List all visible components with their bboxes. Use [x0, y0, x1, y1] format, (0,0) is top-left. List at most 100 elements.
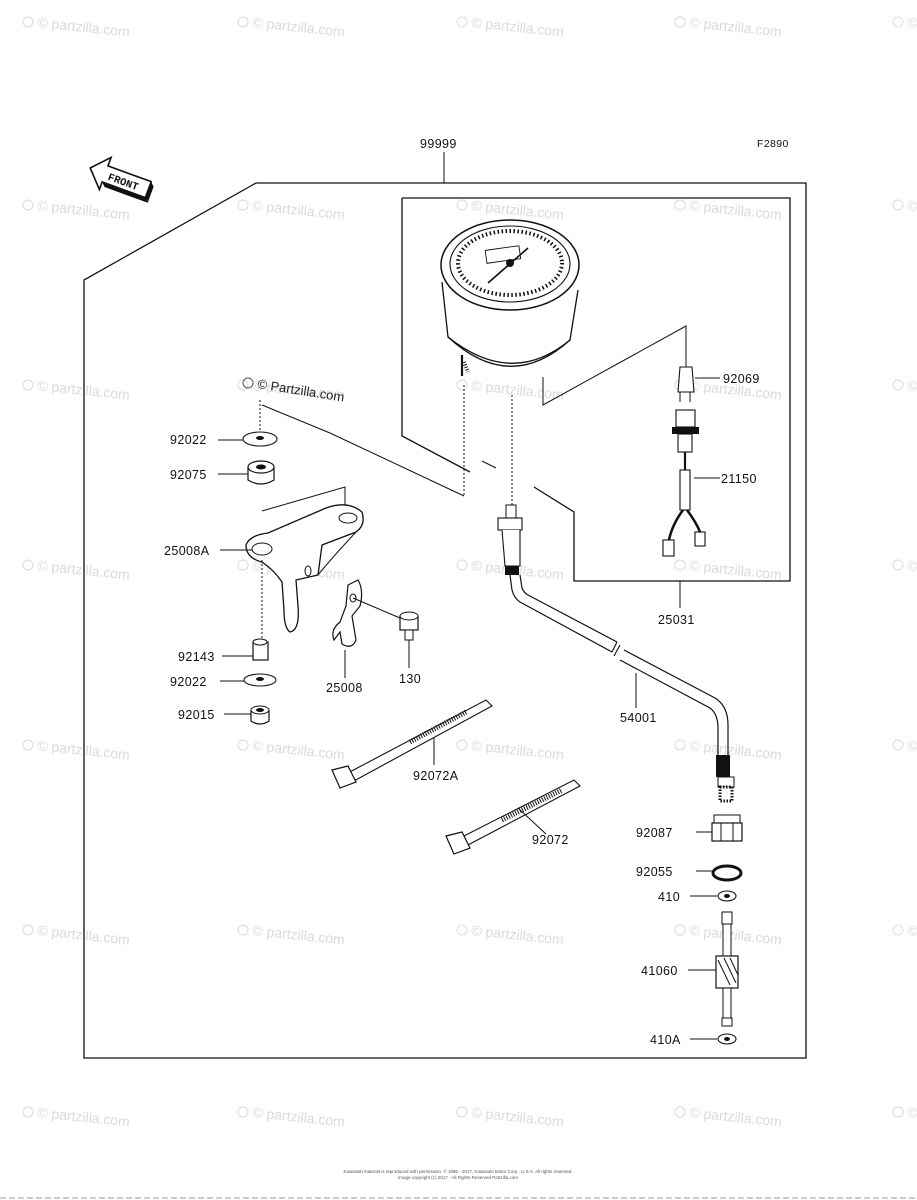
- part-label-92072: 92072: [532, 833, 569, 847]
- watermark-icon: [237, 16, 249, 28]
- part-label-92015: 92015: [178, 708, 215, 722]
- watermark-text: © partzilla.com: [907, 14, 917, 40]
- part-label-92072A: 92072A: [413, 769, 459, 783]
- watermark-text: © partzilla.com: [907, 557, 917, 583]
- watermark-icon: [237, 199, 249, 211]
- watermark-icon: [237, 1106, 249, 1118]
- part-label-130: 130: [399, 672, 421, 686]
- part-label-25008A: 25008A: [164, 544, 210, 558]
- watermark-icon: [22, 379, 34, 391]
- watermark-text: © partzilla.com: [907, 377, 917, 403]
- watermark-icon: [674, 199, 686, 211]
- bracket-to-meter-leader: [261, 404, 465, 497]
- watermark-icon: [22, 16, 34, 28]
- watermark-text: © partzilla.com: [471, 14, 565, 40]
- watermark-text: © partzilla.com: [907, 737, 917, 763]
- indicator-bulb: [677, 366, 695, 402]
- watermark-text: © partzilla.com: [689, 922, 783, 948]
- subassembly-frame-left: [401, 198, 471, 473]
- inline-watermark-icon: [242, 377, 254, 389]
- watermark-icon: [22, 1106, 34, 1118]
- cable-nut-92087: [711, 814, 743, 842]
- watermark-text: © partzilla.com: [252, 197, 346, 223]
- front-arrow-icon: FRONT: [89, 155, 154, 203]
- part-label-25008: 25008: [326, 681, 363, 695]
- part-label-410: 410: [658, 890, 680, 904]
- watermark-icon: [456, 559, 468, 571]
- damper-92075: [247, 460, 275, 485]
- clamp-25008: [332, 579, 363, 647]
- speedometer-cable: [497, 504, 735, 803]
- watermark-icon: [237, 559, 249, 571]
- cable-strap-92072A: [331, 699, 493, 789]
- part-label-92022-top: 92022: [170, 433, 207, 447]
- watermark-text: © partzilla.com: [689, 737, 783, 763]
- o-ring-92055: [711, 864, 743, 882]
- speedometer-meter: [440, 219, 580, 376]
- washer-410A-hole: [724, 1037, 730, 1041]
- watermark-text: © partzilla.com: [689, 14, 783, 40]
- nut-92015: [250, 705, 270, 725]
- leader-92072: [517, 807, 547, 835]
- watermark-text: © partzilla.com: [471, 197, 565, 223]
- bulb-leader-group: [542, 325, 687, 406]
- bulb-socket-wire-harness: [662, 409, 706, 557]
- part-label-41060: 41060: [641, 964, 678, 978]
- part-label-25031: 25031: [658, 613, 695, 627]
- footer-copyright: Kawasaki material is reproduced with per…: [344, 1168, 573, 1174]
- grommet-92022-top-hole: [256, 436, 264, 440]
- watermark-icon: [456, 1106, 468, 1118]
- watermark-text: © partzilla.com: [252, 1104, 346, 1130]
- watermark-icon: [22, 739, 34, 751]
- watermark-text: © partzilla.com: [37, 1104, 131, 1130]
- part-label-92075: 92075: [170, 468, 207, 482]
- watermark-text: © partzilla.com: [471, 737, 565, 763]
- part-label-92022-bottom: 92022: [170, 675, 207, 689]
- watermark-text: © partzilla.com: [471, 377, 565, 403]
- watermark-icon: [237, 739, 249, 751]
- part-label-92143: 92143: [178, 650, 215, 664]
- part-label-410A: 410A: [650, 1033, 681, 1047]
- watermark-icon: [456, 379, 468, 391]
- watermark-icon: [456, 739, 468, 751]
- watermark-icon: [674, 739, 686, 751]
- part-label-54001: 54001: [620, 711, 657, 725]
- grommet-92022-bottom-hole: [256, 677, 264, 681]
- watermark-icon: [237, 924, 249, 936]
- watermark-icon: [892, 924, 904, 936]
- watermark-icon: [892, 379, 904, 391]
- watermark-icon: [456, 16, 468, 28]
- cable-strap-92072: [445, 779, 581, 855]
- watermark-text: © partzilla.com: [252, 922, 346, 948]
- watermark-icon: [22, 924, 34, 936]
- watermark-icon: [237, 379, 249, 391]
- assembly-frame: [83, 182, 807, 1059]
- assembly-number-label: 99999: [420, 137, 457, 151]
- watermark-text: © partzilla.com: [907, 197, 917, 223]
- part-label-92069: 92069: [723, 372, 760, 386]
- bolt-130: [399, 611, 419, 641]
- subassembly-frame-dash: [481, 460, 497, 469]
- watermark-text: © partzilla.com: [689, 197, 783, 223]
- collar-92143: [252, 638, 269, 661]
- watermark-icon: [892, 199, 904, 211]
- footer-image-copyright: Image copyright (c) 2017 - All Rights Re…: [398, 1175, 518, 1180]
- watermark-text: © partzilla.com: [252, 14, 346, 40]
- washer-410-hole: [724, 894, 730, 898]
- watermark-icon: [892, 16, 904, 28]
- watermark-icon: [892, 1106, 904, 1118]
- watermark-text: © partzilla.com: [907, 1104, 917, 1130]
- watermark-icon: [456, 199, 468, 211]
- watermark-icon: [674, 1106, 686, 1118]
- watermark-icon: [674, 559, 686, 571]
- watermark-text: © partzilla.com: [689, 1104, 783, 1130]
- clamp-to-bolt-leader: [352, 597, 401, 619]
- figure-code-label: F2890: [757, 138, 789, 150]
- watermark-icon: [22, 199, 34, 211]
- part-label-21150: 21150: [721, 472, 757, 486]
- watermark-icon: [892, 739, 904, 751]
- part-label-92055: 92055: [636, 865, 673, 879]
- watermark-text: © partzilla.com: [252, 737, 346, 763]
- watermark-text: © partzilla.com: [689, 557, 783, 583]
- watermark-text: © partzilla.com: [471, 1104, 565, 1130]
